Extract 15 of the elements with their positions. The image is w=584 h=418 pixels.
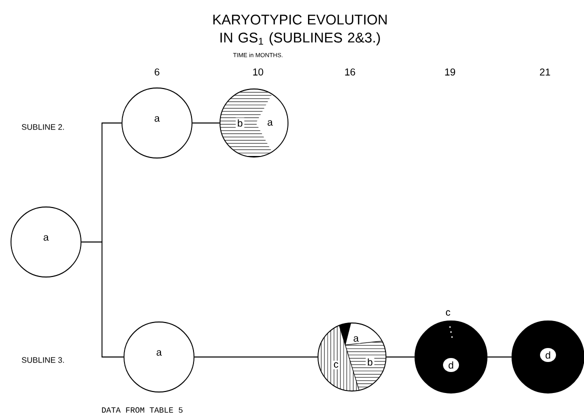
connector-line bbox=[487, 356, 512, 358]
connector-line bbox=[192, 122, 220, 124]
time-tick: 6 bbox=[154, 68, 160, 76]
time-tick: 19 bbox=[445, 68, 456, 76]
connector-line bbox=[194, 356, 318, 358]
connector-line bbox=[81, 242, 124, 358]
row-label: SUBLINE 3. bbox=[22, 357, 64, 363]
title: KARYOTYPIC EVOLUTION IN GS$_{1}$ (SUBLINES 2&3.) bbox=[213, 14, 387, 46]
source-note: DATA FROM TABLE 5 bbox=[102, 407, 183, 413]
connector-line bbox=[386, 356, 415, 358]
row-label: SUBLINE 2. bbox=[22, 124, 64, 130]
time-tick: 21 bbox=[540, 68, 550, 76]
beside-label: c bbox=[446, 310, 450, 316]
time-tick: 10 bbox=[253, 68, 264, 76]
time-tick: 16 bbox=[345, 68, 356, 76]
